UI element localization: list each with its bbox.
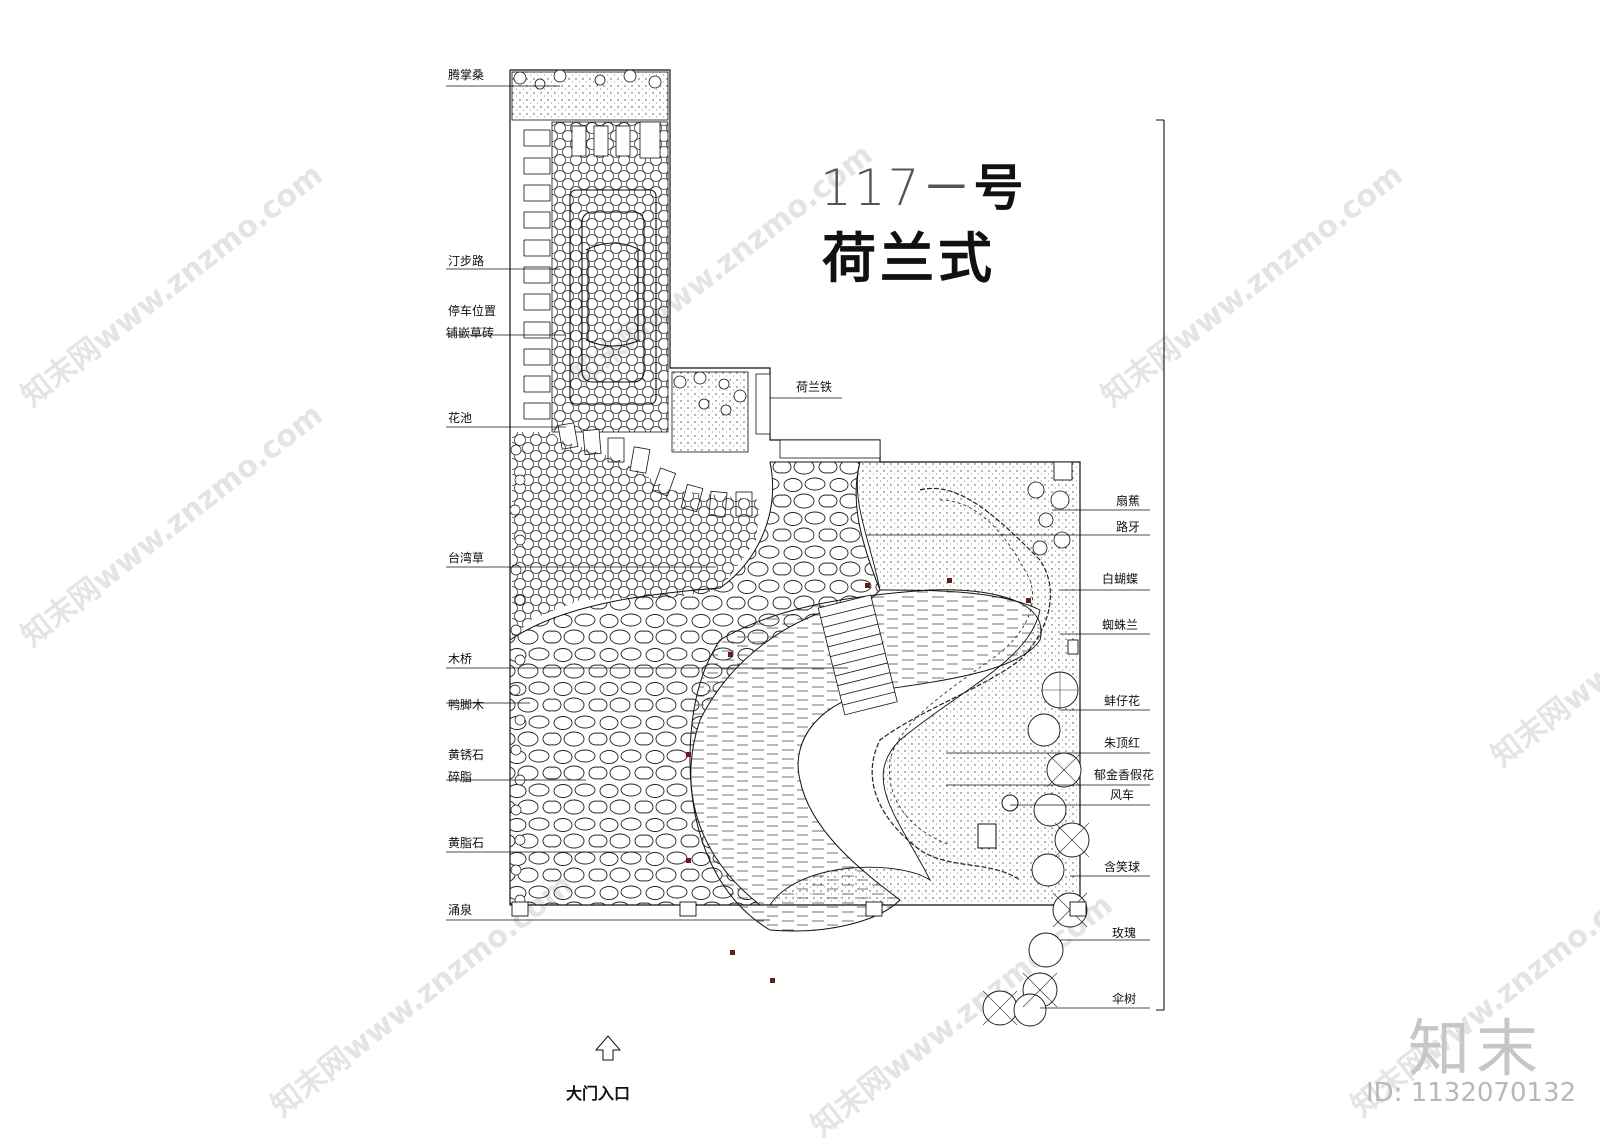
label-left: 花池 — [448, 411, 473, 425]
label-right: 朱顶红 — [1104, 736, 1141, 750]
label-right: 蚌仔花 — [1104, 694, 1141, 708]
label-left: 停车位置 — [448, 304, 497, 318]
brand-logo: 知末 — [1408, 1012, 1545, 1085]
label-left: 汀步路 — [448, 254, 485, 268]
label-right: 玫瑰 — [1112, 926, 1137, 940]
label-left: 铺嵌草砖 — [446, 326, 495, 340]
label-inner: 荷兰铁 — [796, 380, 833, 394]
label-left: 碎脂 — [448, 770, 473, 784]
plan-number: 117－号 — [820, 159, 1026, 217]
label-right: 风车 — [1110, 788, 1135, 802]
label-left: 黄脂石 — [448, 836, 485, 850]
label-right: 伞树 — [1112, 992, 1137, 1006]
image-id: ID: 1132070132 — [1366, 1078, 1577, 1108]
label-left: 涌泉 — [448, 903, 473, 917]
label-right: 扇蕉 — [1116, 494, 1141, 508]
label-right: 含笑球 — [1104, 860, 1141, 874]
label-right: 蜘蛛兰 — [1102, 618, 1139, 632]
label-left: 鸭脚木 — [448, 698, 485, 712]
label-left: 台湾草 — [448, 551, 485, 565]
label-left: 腾掌桑 — [448, 68, 485, 82]
label-right: 郁金香假花 — [1094, 768, 1155, 782]
label-left: 黄锈石 — [448, 748, 485, 762]
label-right: 路牙 — [1116, 520, 1141, 534]
entrance-label: 大门入口 — [566, 1084, 631, 1103]
label-left: 木桥 — [448, 652, 473, 666]
label-right: 白蝴蝶 — [1102, 572, 1139, 586]
plan-style-title: 荷兰式 — [822, 226, 996, 290]
